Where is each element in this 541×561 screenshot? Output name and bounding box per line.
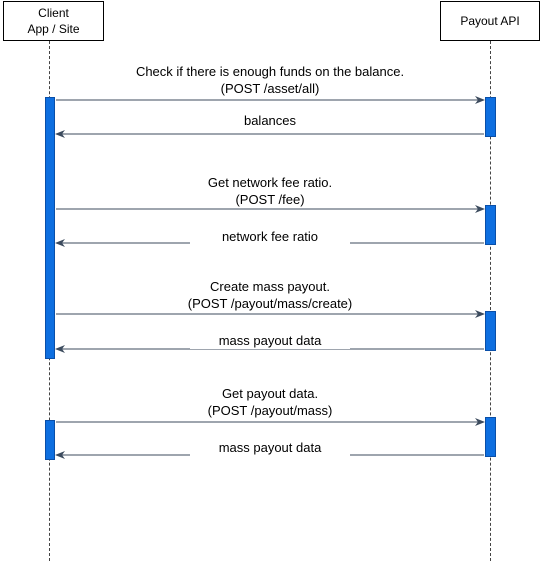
api-activation-bar[interactable] [485, 205, 496, 245]
message-label-request-3: Create mass payout. (POST /payout/mass/c… [150, 278, 390, 312]
client-activation-bar[interactable] [45, 97, 55, 359]
message-text: network fee ratio [221, 229, 319, 244]
participant-client-line1: Client [38, 6, 69, 20]
participant-api-label: Payout API [460, 14, 520, 28]
api-activation-bar[interactable] [485, 417, 496, 457]
message-label-request-1: Check if there is enough funds on the ba… [100, 63, 440, 97]
message-endpoint: (POST /payout/mass) [207, 403, 333, 418]
message-label-response-2: network fee ratio [190, 228, 350, 245]
message-text: Get payout data. [221, 386, 319, 401]
message-text: mass payout data [218, 440, 322, 455]
client-activation-bar[interactable] [45, 420, 55, 460]
api-lifeline [490, 41, 491, 561]
participant-client[interactable]: Client App / Site [3, 1, 104, 41]
message-endpoint: (POST /payout/mass/create) [187, 296, 353, 311]
message-label-request-2: Get network fee ratio. (POST /fee) [150, 174, 390, 208]
participant-client-line2: App / Site [27, 22, 80, 36]
message-text: mass payout data [218, 333, 322, 348]
message-text: balances [243, 113, 297, 128]
message-endpoint: (POST /asset/all) [220, 81, 320, 96]
message-label-response-3: mass payout data [190, 332, 350, 349]
message-label-response-4: mass payout data [190, 439, 350, 456]
message-text: Create mass payout. [210, 279, 330, 294]
message-label-request-4: Get payout data. (POST /payout/mass) [170, 385, 370, 419]
participant-payout-api[interactable]: Payout API [440, 1, 540, 41]
message-endpoint: (POST /fee) [235, 192, 305, 207]
message-text: Get network fee ratio. [207, 175, 333, 190]
api-activation-bar[interactable] [485, 311, 496, 351]
api-activation-bar[interactable] [485, 97, 496, 137]
message-label-response-1: balances [200, 112, 340, 129]
message-text: Check if there is enough funds on the ba… [135, 64, 405, 79]
